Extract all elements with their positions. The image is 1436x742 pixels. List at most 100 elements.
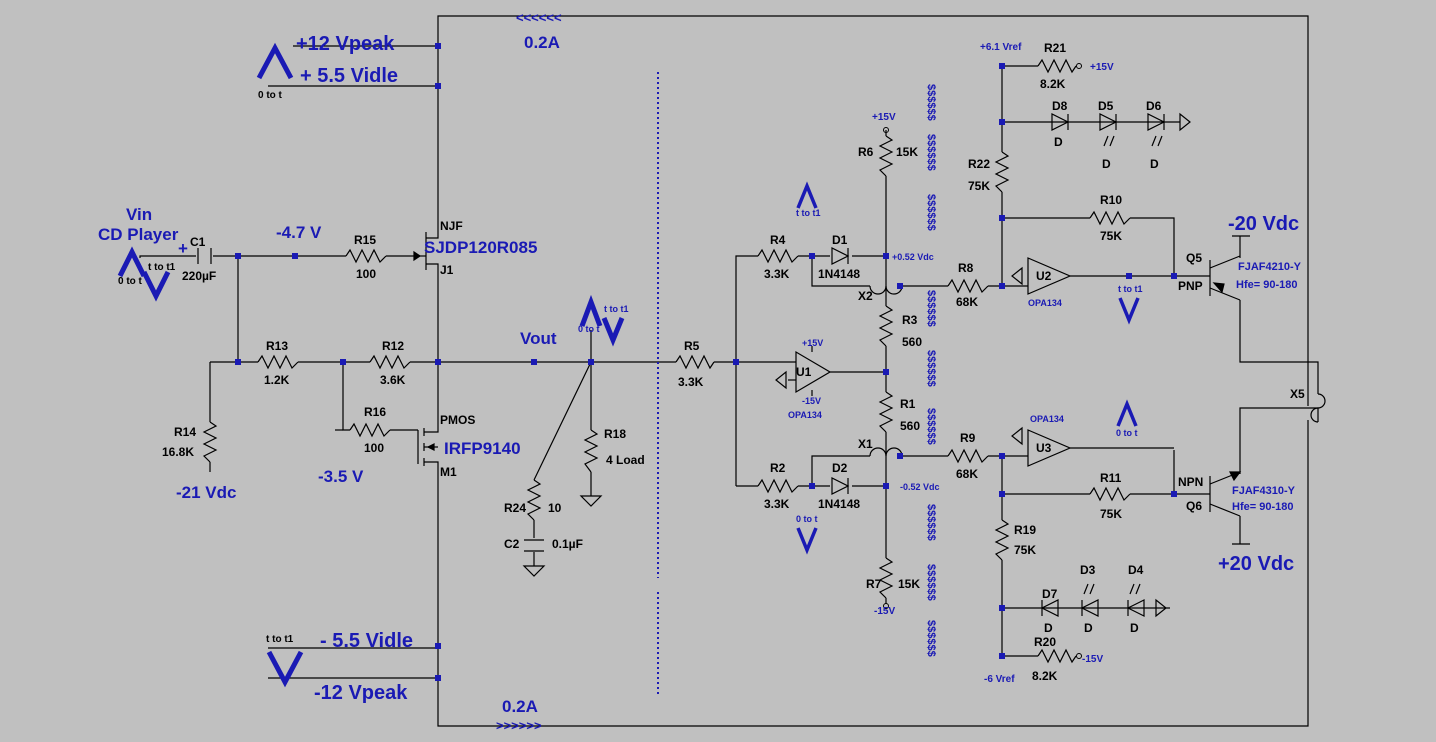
r2-symbol — [757, 478, 799, 494]
label-out-t-t1: t to t1 — [604, 304, 629, 314]
ground-icon — [1155, 598, 1167, 618]
d5-symbol — [1099, 113, 1118, 131]
label-bias: -4.7 V — [276, 223, 322, 242]
label-d4: D4 — [1128, 563, 1144, 577]
r22-symbol — [994, 151, 1010, 193]
u2-symbol — [1027, 257, 1072, 295]
label-r10: R10 — [1100, 193, 1122, 207]
label-r16-val: 100 — [364, 441, 384, 455]
label-r3-val: 560 — [902, 335, 922, 349]
label-q5: Q5 — [1186, 251, 1202, 265]
ground-icon — [1011, 426, 1023, 446]
r18-symbol — [583, 429, 599, 473]
label-r13-val: 1.2K — [264, 373, 290, 387]
label-c2-val: 0.1µF — [552, 537, 583, 551]
r5-symbol — [675, 354, 715, 370]
label-u3-0-t: 0 to t — [1116, 428, 1138, 438]
d7-symbol — [1040, 599, 1059, 617]
label-r21-val: 8.2K — [1040, 77, 1066, 91]
ground-icon — [579, 495, 603, 507]
label-j1: J1 — [440, 263, 454, 277]
label-j1-type: NJF — [440, 219, 463, 233]
d6-symbol — [1147, 113, 1166, 131]
dollar-col: $$$$$$ — [925, 134, 937, 171]
label-r7-sup: -15V — [874, 606, 895, 617]
r8-symbol — [947, 278, 989, 294]
r20-symbol — [1037, 648, 1077, 664]
label-d3-val: D — [1084, 621, 1093, 635]
label-r19: R19 — [1014, 523, 1036, 537]
transistors — [413, 232, 1242, 517]
label-d2-val: 1N4148 — [818, 497, 860, 511]
vout-up-marker — [579, 294, 603, 327]
label-r20-val: 8.2K — [1032, 669, 1058, 683]
label-c2: C2 — [504, 537, 520, 551]
ground-icon — [522, 565, 546, 577]
label-out-0-t: 0 to t — [578, 324, 600, 334]
dollar-col: $$$$$$ — [925, 408, 937, 445]
label-d6: D6 — [1146, 99, 1162, 113]
diodes — [831, 113, 1166, 617]
label-c1-val: 220µF — [182, 269, 216, 283]
label-arrows-bottom: >>>>>> — [496, 718, 542, 733]
label-q6-hfe: Hfe= 90-180 — [1232, 501, 1293, 513]
label-d1: D1 — [832, 233, 848, 247]
label-r12-val: 3.6K — [380, 373, 406, 387]
label-d5-val: D — [1102, 157, 1111, 171]
label-r14: R14 — [174, 425, 196, 439]
r21-symbol — [1037, 58, 1077, 74]
label-u1-neg: -15V — [802, 396, 821, 406]
r3-symbol — [878, 305, 894, 347]
label-d6-val: D — [1150, 157, 1159, 171]
label-d5: D5 — [1098, 99, 1114, 113]
label-r21: R21 — [1044, 41, 1066, 55]
isolation-columns: $$$$$$ $$$$$$ $$$$$$ $$$$$$ $$$$$$ $$$$$… — [925, 84, 937, 657]
label-time-t-t1: t to t1 — [266, 634, 294, 645]
label-c1: C1 — [190, 235, 206, 249]
label-u3: U3 — [1036, 441, 1052, 455]
peak-down-marker — [266, 650, 304, 688]
label-d8-val: D — [1054, 135, 1063, 149]
d2-symbol — [831, 477, 850, 495]
label-vpeak-pos: +12 Vpeak — [296, 33, 395, 55]
label-r4: R4 — [770, 233, 786, 247]
label-r7: R7 — [866, 577, 882, 591]
label-current-top: 0.2A — [524, 33, 560, 52]
label-m1: M1 — [440, 465, 457, 479]
r19-symbol — [994, 519, 1010, 561]
label-r13: R13 — [266, 339, 288, 353]
labels: +12 Vpeak + 5.5 Vidle 0 to t t to t1 - 5… — [98, 10, 1305, 733]
label-d8: D8 — [1052, 99, 1068, 113]
r1-symbol — [878, 391, 894, 433]
label-r20-sup: -15V — [1082, 654, 1103, 665]
dollar-col: $$$$$$ — [925, 290, 937, 327]
r13-symbol — [257, 354, 299, 370]
junctions — [235, 43, 1177, 681]
label-u2-t-t1: t to t1 — [1118, 284, 1143, 294]
label-r9: R9 — [960, 431, 976, 445]
label-u3-part: OPA134 — [1030, 414, 1064, 424]
label-r8-val: 68K — [956, 295, 978, 309]
label-r16: R16 — [364, 405, 386, 419]
dollar-col: $$$$$$ — [925, 84, 937, 121]
label-x2: X2 — [858, 289, 873, 303]
wire-hops — [869, 285, 1326, 457]
ground-symbols — [522, 112, 1191, 618]
label-vref-neg: -6 Vref — [984, 674, 1015, 685]
d1-up-marker — [796, 181, 818, 209]
d4-symbol — [1126, 599, 1145, 617]
label-arrows-top: <<<<<< — [516, 10, 562, 25]
label-r1-val: 560 — [900, 419, 920, 433]
r14-symbol — [202, 421, 218, 463]
r24-symbol — [526, 479, 542, 521]
label-q5-hfe: Hfe= 90-180 — [1236, 279, 1297, 291]
peak-up-marker — [256, 42, 294, 80]
label-c1-plus: + — [178, 239, 188, 258]
label-d7: D7 — [1042, 587, 1058, 601]
vout-down-marker — [601, 317, 625, 347]
label-m1-type: PMOS — [440, 413, 475, 427]
label-v-m052: -0.52 Vdc — [900, 482, 940, 492]
label-r6: R6 — [858, 145, 874, 159]
label-r22-val: 75K — [968, 179, 990, 193]
label-r5-val: 3.3K — [678, 375, 704, 389]
